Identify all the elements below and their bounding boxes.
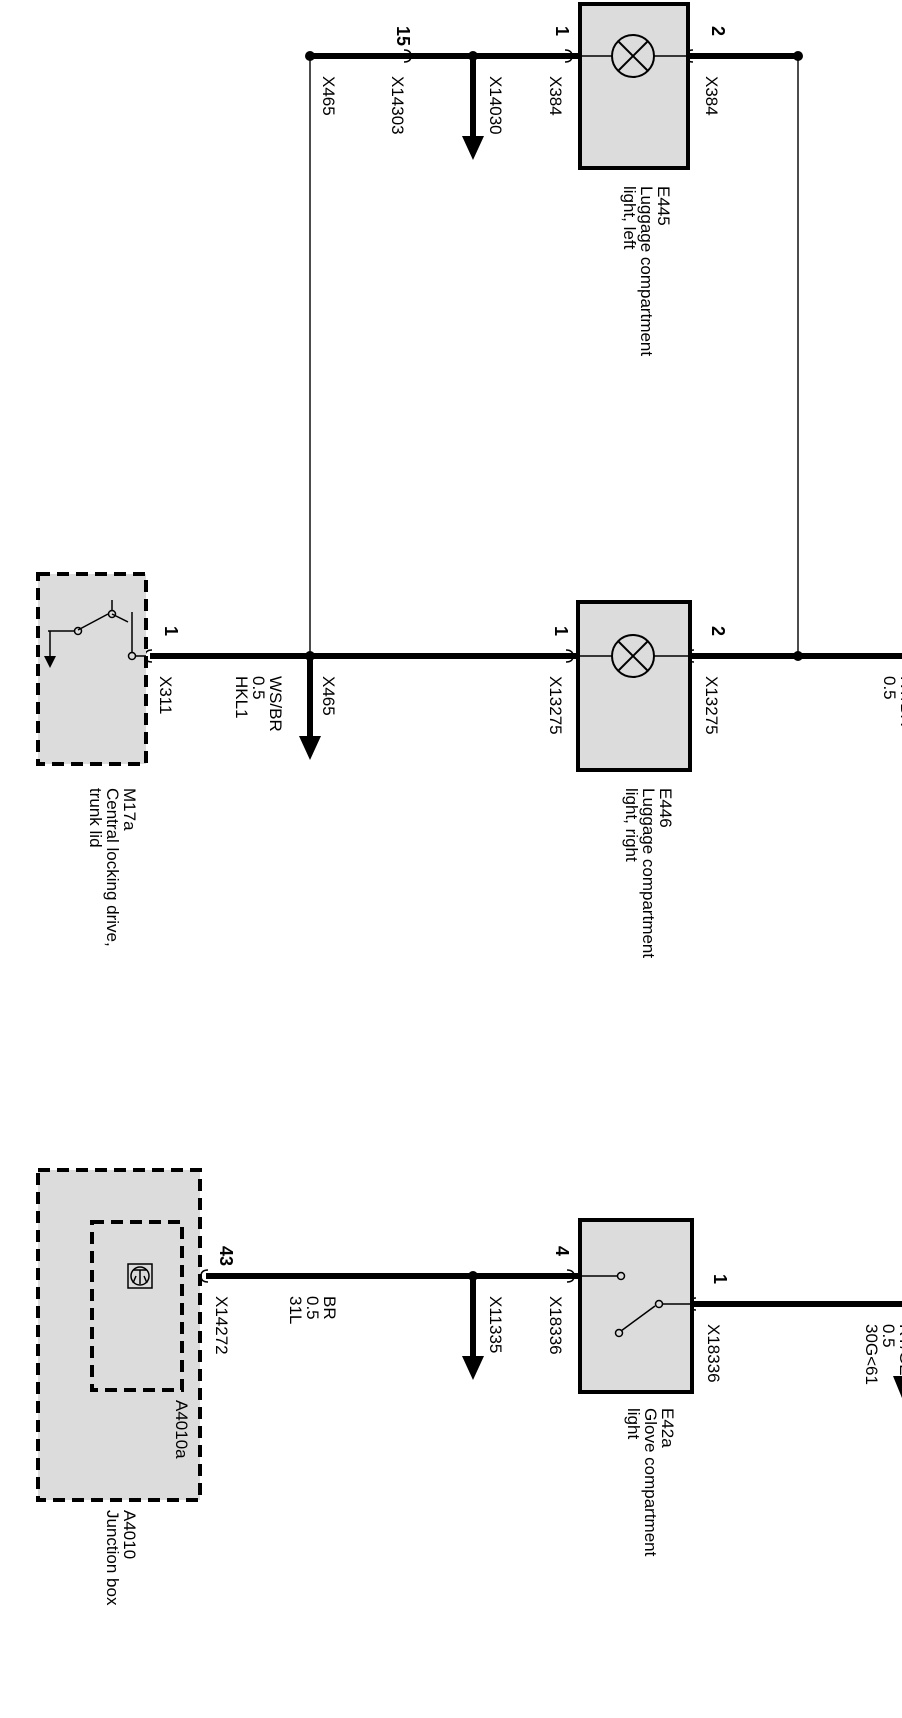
connector-hook [564,49,573,63]
x14303-pin: 15 [393,26,413,46]
e446-pin-left: 1 [551,626,571,636]
switch-icon [44,600,146,668]
e42a-desc: Glove compartment light [624,1408,660,1561]
wire-31l-label: 31L 0.5 BR [286,1296,339,1328]
m17a-conn: X311 [156,676,175,714]
lamp-icon [611,34,655,78]
m17a-drive-box[interactable] [36,572,148,766]
e445-pin-right: 2 [708,26,728,36]
e445-id: E445 [654,186,673,226]
ground-right-arrow [893,1376,902,1398]
a4010-conn: X14272 [212,1296,231,1355]
e42a-switch-box[interactable] [578,1218,694,1394]
a4010-pin: 43 [216,1246,236,1266]
x11335-label: X11335 [486,1296,505,1353]
ground-x465-arrow [299,736,321,760]
e42a-pin-left: 4 [552,1246,572,1256]
e445-conn-left: X384 [546,76,565,116]
a4010-id: A4010 [120,1510,139,1559]
e42a-pin-right: 1 [710,1274,730,1284]
e445-conn-right: X384 [702,76,721,116]
e446-light-box[interactable] [576,600,692,772]
a4010-desc: Junction box [103,1510,122,1606]
x465-mid-label: X465 [319,676,338,716]
e445-pin-left: 1 [552,26,572,36]
e446-conn-left: X13275 [546,676,565,735]
transistor-icon [127,1263,153,1289]
wire-30g-label: 30G<61 0.5 RT/GE [862,1324,902,1390]
ground-x14030-arrow [462,136,484,160]
switch-icon [614,1271,664,1338]
e446-conn-right: X13275 [702,676,721,735]
wire-hkl1-signal: HKL1 [232,676,251,719]
wire-30g-color: RT/GE [896,1324,902,1376]
e42a-conn-left: X18336 [546,1296,565,1355]
m17a-desc: Central locking drive, trunk lid [86,788,122,951]
junction-dot [793,651,803,661]
wire-rtbr-label: 0.5 RT/BR [880,676,902,727]
connector-hook [565,649,574,663]
wire-31l-color: BR [320,1296,339,1320]
wire-hkl1-label: HKL1 0.5 WS/BR [232,676,285,732]
lamp-icon [611,634,655,678]
x14303-label: X14303 [388,76,407,135]
wire-hkl1-gauge: 0.5 [249,676,268,700]
e445-desc: Luggage compartment light, left [620,186,656,361]
e446-id: E446 [656,788,675,828]
x465-top-label: X465 [319,76,338,116]
a4010a-inner-box [90,1220,184,1392]
x14030-label: X14030 [486,76,505,135]
ground-x11335-arrow [462,1356,484,1380]
e42a-id: E42a [658,1408,677,1448]
wire-hkl1-color: WS/BR [266,676,285,732]
wire-31l-signal: 31L [286,1296,305,1324]
e446-desc: Luggage compartment light, right [622,788,658,963]
e42a-conn-right: X18336 [704,1324,723,1383]
connector-hook [403,49,412,63]
e445-light-box[interactable] [578,2,690,170]
m17a-pin: 1 [161,626,181,636]
m17a-id: M17a [120,788,139,831]
wire-31l-gauge: 0.5 [303,1296,322,1320]
wire-30g-signal: 30G<61 [862,1324,881,1385]
a4010a-id: A4010a [172,1400,191,1459]
e446-pin-right: 2 [708,626,728,636]
wire-rtbr-color: RT/BR [897,676,902,727]
wire-rtbr-gauge: 0.5 [880,676,899,700]
wire-30g-gauge: 0.5 [879,1324,898,1348]
a4010-junction-box[interactable] [36,1168,202,1502]
connector-hook [566,1269,575,1283]
